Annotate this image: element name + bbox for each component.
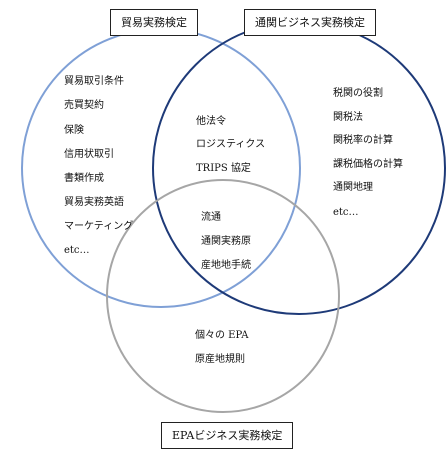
tsukan-item: 課税価格の計算 bbox=[333, 159, 403, 170]
boeki-item: 貿易取引条件 bbox=[64, 76, 124, 87]
boeki-circle bbox=[21, 28, 301, 308]
epa-label: EPAビジネス実務検定 bbox=[161, 422, 294, 449]
boeki-item: 保険 bbox=[64, 125, 84, 136]
boeki-item: 信用状取引 bbox=[64, 149, 114, 160]
boeki-item: etc… bbox=[64, 245, 90, 256]
tsukan-item: 税関の役割 bbox=[333, 88, 383, 99]
overlap-item: 他法令 bbox=[196, 116, 226, 127]
overlap-item: ロジスティクス bbox=[196, 139, 266, 150]
boeki-item: マーケティング bbox=[64, 221, 134, 232]
tsukan-item: 関税率の計算 bbox=[333, 135, 393, 146]
boeki-item: 書類作成 bbox=[64, 173, 104, 184]
tsukan-item: 通関地理 bbox=[333, 182, 373, 193]
tsukan-label: 通関ビジネス実務検定 bbox=[244, 9, 376, 36]
boeki-item: 売買契約 bbox=[64, 100, 104, 111]
boeki-label: 貿易実務検定 bbox=[110, 9, 198, 36]
epa-item: 原産地規則 bbox=[195, 354, 245, 365]
center-item: 流通 bbox=[201, 212, 221, 223]
overlap-item: TRIPS 協定 bbox=[196, 163, 251, 174]
tsukan-item: 関税法 bbox=[333, 112, 363, 123]
boeki-item: 貿易実務英語 bbox=[64, 197, 124, 208]
tsukan-item: etc… bbox=[333, 207, 359, 218]
epa-circle bbox=[106, 179, 340, 413]
center-item: 産地地手続 bbox=[201, 260, 251, 271]
epa-item: 個々の EPA bbox=[195, 330, 249, 341]
center-item: 通関実務原 bbox=[201, 236, 251, 247]
